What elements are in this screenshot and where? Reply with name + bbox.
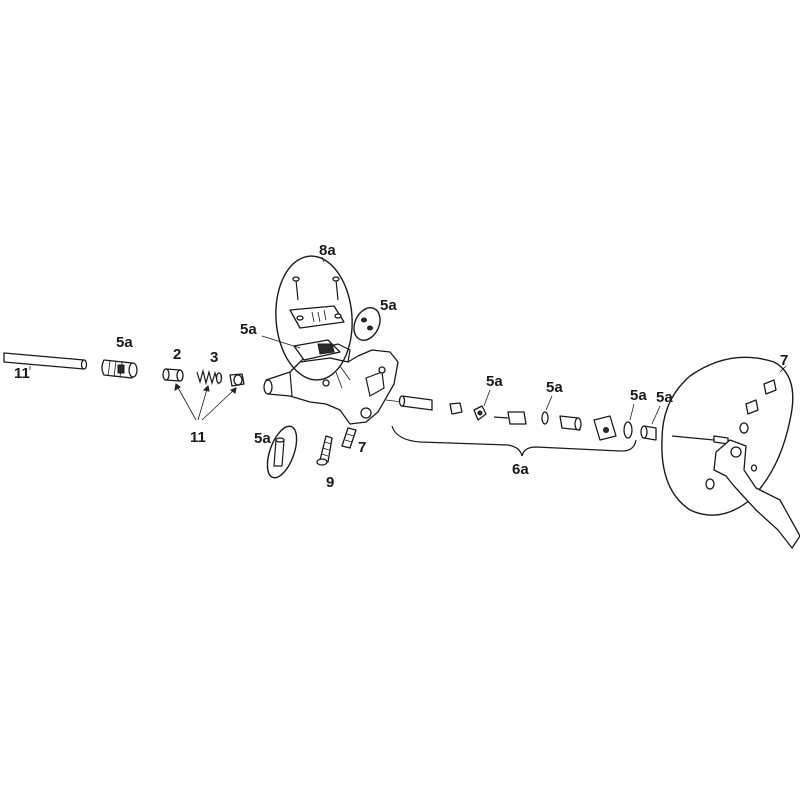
callout-5a-piston: 5a — [486, 373, 503, 390]
small-part-ellipse-right — [353, 307, 381, 341]
callout-6a: 6a — [512, 461, 529, 478]
callout-2: 2 — [173, 346, 181, 363]
callout-5a-lower-left: 5a — [254, 430, 271, 447]
leader-5a-piston2 — [545, 395, 553, 411]
cylinder-part-2 — [162, 368, 184, 382]
callout-7-mid: 7 — [358, 439, 366, 456]
callout-3: 3 — [210, 349, 218, 366]
callout-11-bottom: 11 — [190, 429, 206, 446]
leader-5a-cap — [651, 405, 661, 425]
nut-part-11 — [229, 373, 245, 387]
callout-5a-right-small: 5a — [380, 297, 397, 314]
leader-5a-piston — [483, 389, 491, 407]
handlebar-rod — [3, 352, 88, 370]
callout-5a-grip: 5a — [116, 334, 133, 351]
spring-part-3 — [196, 368, 223, 386]
small-part-ellipse-lower-left — [266, 425, 298, 479]
master-cylinder-body — [263, 343, 399, 425]
callout-11-left: 11 — [14, 365, 30, 382]
leader-5a-reservoir — [261, 335, 301, 349]
bolt-part-9 — [316, 435, 333, 466]
callout-7-right: 7 — [780, 352, 788, 369]
pin-part-7-mid — [341, 427, 357, 449]
brace-6a — [391, 425, 637, 457]
lever-assembly-ellipse — [661, 356, 800, 549]
callout-9: 9 — [326, 474, 334, 491]
leader-5a-ring — [629, 403, 635, 421]
grip-clamp — [101, 359, 138, 379]
callout-5a-cap: 5a — [656, 389, 673, 406]
callout-8a: 8a — [319, 242, 336, 259]
callout-5a-ring: 5a — [630, 387, 647, 404]
callout-5a-reservoir: 5a — [240, 321, 257, 338]
callout-5a-piston2: 5a — [546, 379, 563, 396]
piston-assembly — [385, 395, 657, 441]
reservoir-callout-ellipse — [275, 255, 353, 381]
leader-11-group — [174, 383, 237, 421]
